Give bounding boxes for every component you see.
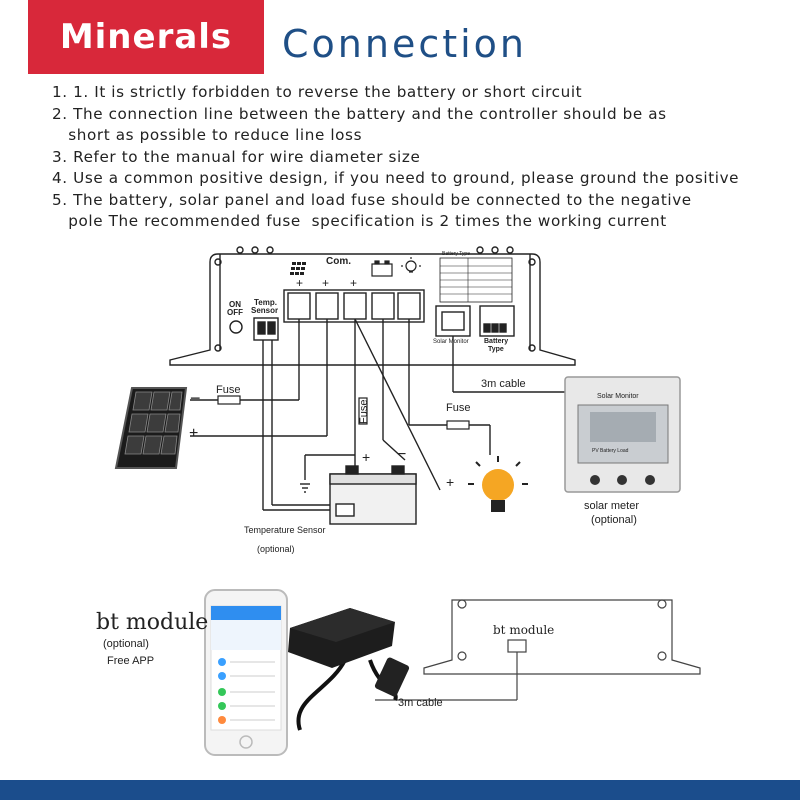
off-label: OFF [227, 308, 243, 317]
battery-icon [371, 260, 393, 277]
fuse-icon [217, 395, 470, 430]
page-title: Connection [282, 22, 528, 66]
solar-panel-icon [290, 262, 306, 275]
cable-label: 3m cable [481, 378, 526, 390]
solar-meter [564, 376, 681, 493]
bt-module-title: bt module [96, 610, 209, 635]
solar-meter-lcd-text: PV Battery Load [592, 448, 629, 454]
controller [169, 246, 576, 366]
plus-label: + [322, 276, 330, 290]
instruction-item: short as possible to reduce line loss [52, 126, 363, 144]
minus-label: − [397, 446, 407, 463]
instruction-list: 1. 1. It is strictly forbidden to revers… [52, 82, 792, 233]
solar-panel [114, 387, 188, 469]
com-label: Com. [326, 256, 351, 267]
optional-label: (optional) [257, 544, 295, 554]
temp-sensor-label: Temperature Sensor [244, 525, 326, 535]
smartphone [204, 589, 288, 756]
fuse-label: Fuse [216, 384, 241, 396]
fuse-label: Fuse [446, 402, 471, 414]
plus-label: + [350, 276, 358, 290]
instruction-item: 1. 1. It is strictly forbidden to revers… [52, 83, 583, 101]
plus-label: + [189, 425, 199, 442]
battery-type-label: Battery [484, 338, 509, 345]
solar-meter-caption: solar meter [584, 500, 640, 512]
instruction-item: 4. Use a common positive design, if you … [52, 169, 740, 187]
bt-module-inner-label: bt module [493, 623, 555, 637]
instruction-item: pole The recommended fuse specification … [52, 212, 667, 230]
on-label: ON [229, 300, 241, 309]
instruction-item: 3. Refer to the manual for wire diameter… [52, 147, 421, 166]
brand-logo-text: Minerals [59, 17, 233, 57]
plus-label: + [446, 474, 455, 490]
plus-label: + [362, 449, 371, 465]
free-app-label: Free APP [107, 655, 155, 667]
battery-type-label: Type [488, 346, 504, 353]
solar-meter-optional: (optional) [591, 514, 637, 526]
sensor-label: Sensor [251, 306, 279, 315]
bulb-icon [401, 257, 421, 273]
solar-meter-header: Solar Monitor [597, 393, 639, 400]
plus-label: + [296, 276, 304, 290]
load-bulb [468, 456, 528, 512]
brand-logo: Minerals [28, 0, 264, 74]
battery-type-table-title: Battery Type [442, 251, 470, 257]
temp-label: Temp. [254, 298, 277, 307]
bt-dongle [288, 608, 410, 731]
controller-outline [375, 599, 701, 701]
minus-label: − [190, 388, 201, 408]
instruction-item: 2. The connection line between the batte… [52, 104, 667, 123]
solar-monitor-port-label: Solar Monitor [433, 339, 469, 345]
bt-cable-label: 3m cable [398, 697, 443, 709]
battery [329, 465, 417, 525]
fuse-label: Fuse [358, 399, 370, 424]
bt-module-optional: (optional) [103, 638, 149, 650]
wires [190, 318, 565, 511]
bottom-bar [0, 780, 800, 800]
instruction-item: 5. The battery, solar panel and load fus… [52, 190, 692, 209]
